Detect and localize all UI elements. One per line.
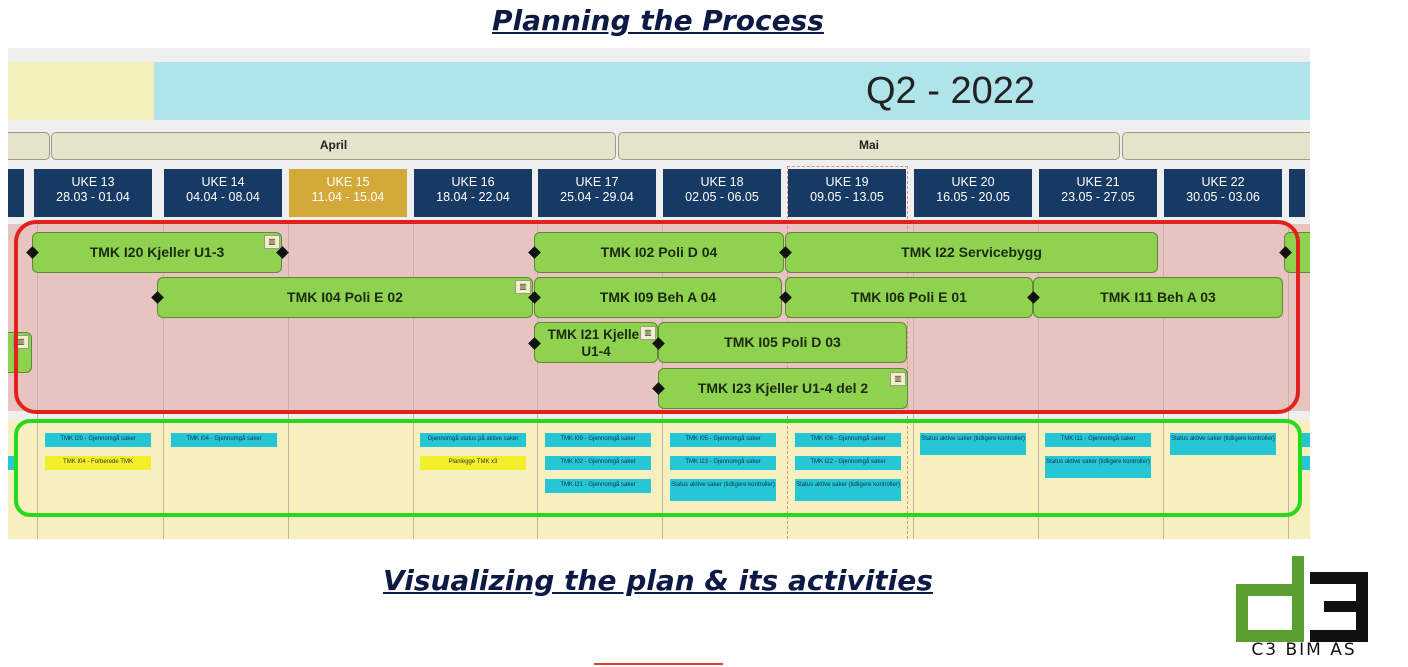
week-name: UKE 15 (326, 175, 370, 189)
activity-note-partial[interactable] (1302, 433, 1310, 447)
week-dates: 02.05 - 06.05 (685, 190, 759, 204)
task-bar-i20[interactable]: TMK I20 Kjeller U1-3 (32, 232, 282, 273)
activity-note[interactable]: Status aktive saker (tidligere kontrolle… (1045, 456, 1151, 478)
task-bar-i23[interactable]: TMK I23 Kjeller U1-4 del 2 (658, 368, 908, 409)
week-dates: 11.04 - 15.04 (311, 190, 385, 204)
week-name: UKE 19 (825, 175, 869, 189)
week-header-edge-right (1289, 169, 1305, 217)
tasks-highlight-frame (14, 220, 1300, 414)
week-divider (537, 224, 538, 539)
document-flag-icon[interactable]: ▥ (890, 372, 906, 386)
task-bar-i11[interactable]: TMK I11 Beh A 03 (1033, 277, 1283, 318)
week-dates: 16.05 - 20.05 (936, 190, 1010, 204)
week-name: UKE 13 (71, 175, 115, 189)
c3-logo-icon (1236, 556, 1368, 642)
activity-note[interactable]: TMK I20 - Gjennomgå saker (45, 433, 151, 447)
month-june[interactable] (1122, 132, 1310, 160)
task-bar-i06[interactable]: TMK I06 Poli E 01 (785, 277, 1033, 318)
activity-note[interactable]: TMK I22 - Gjennomgå saker (795, 456, 901, 470)
week-dates: 04.04 - 08.04 (186, 190, 260, 204)
activities-highlight-frame (14, 419, 1302, 517)
week-name: UKE 20 (951, 175, 995, 189)
document-flag-icon[interactable]: ▥ (515, 280, 531, 294)
week-dates: 28.03 - 01.04 (56, 190, 130, 204)
activity-note[interactable]: Status aktive saker (tidligere kontrolle… (795, 479, 901, 501)
page-subtitle: Visualizing the plan & its activities (383, 564, 933, 597)
document-flag-icon[interactable]: ▥ (640, 326, 656, 340)
activity-note-partial[interactable] (1302, 456, 1310, 470)
week-divider (37, 224, 38, 539)
page-title: Planning the Process (492, 4, 824, 37)
week-dates: 30.05 - 03.06 (1186, 190, 1260, 204)
activity-note[interactable]: TMK I05 - Gjennomgå saker (670, 433, 776, 447)
week-name: UKE 18 (700, 175, 744, 189)
activity-note[interactable]: Planlegge TMK x3 (420, 456, 526, 470)
accent-line (594, 663, 723, 665)
activity-note[interactable]: TMK I04 - Forberede TMK (45, 456, 151, 470)
task-bar-i04[interactable]: TMK I04 Poli E 02 (157, 277, 533, 318)
quarter-band-left (8, 62, 154, 120)
task-bar-i09[interactable]: TMK I09 Beh A 04 (534, 277, 782, 318)
activity-note[interactable]: Gjennomgå status på aktive saker (420, 433, 526, 447)
week-name: UKE 17 (575, 175, 619, 189)
activity-note[interactable]: TMK I09 - Gjennomgå saker (545, 433, 651, 447)
activity-note[interactable]: TMK I04 - Gjennomgå saker (171, 433, 277, 447)
week-dates: 09.05 - 13.05 (810, 190, 884, 204)
activity-note-partial[interactable] (8, 456, 14, 470)
activity-note[interactable]: TMK I23 - Gjennomgå saker (670, 456, 776, 470)
week-divider (163, 224, 164, 539)
activity-note[interactable]: Status aktive saker (tidligere kontrolle… (670, 479, 776, 501)
week-divider (288, 224, 289, 539)
month-april[interactable]: April (51, 132, 616, 160)
quarter-band: Q2 - 2022 (154, 62, 1310, 120)
task-bar-i22[interactable]: TMK I22 Servicebygg (785, 232, 1158, 273)
activity-note[interactable]: TMK I06 - Gjennomgå saker (795, 433, 901, 447)
week-header-edge-left (8, 169, 24, 217)
week-name: UKE 22 (1201, 175, 1245, 189)
month-mai[interactable]: Mai (618, 132, 1120, 160)
document-flag-icon[interactable]: ▥ (264, 235, 280, 249)
week-dates: 23.05 - 27.05 (1061, 190, 1135, 204)
activity-note[interactable]: TMK I02 - Gjennomgå saker (545, 456, 651, 470)
week-divider (413, 224, 414, 539)
week-dates: 18.04 - 22.04 (436, 190, 510, 204)
company-logo: C3 BIM AS (1228, 554, 1376, 664)
activity-note[interactable]: Status aktive saker (tidligere kontrolle… (920, 433, 1026, 455)
week-divider (913, 224, 914, 539)
week-dates: 25.04 - 29.04 (560, 190, 634, 204)
quarter-label: Q2 - 2022 (866, 70, 1035, 112)
activity-note[interactable]: TMK I11 - Gjennomgå saker (1045, 433, 1151, 447)
week-name: UKE 21 (1076, 175, 1120, 189)
logo-text: C3 BIM AS (1251, 640, 1357, 660)
week-name: UKE 14 (201, 175, 245, 189)
week-divider (1163, 224, 1164, 539)
week-divider (1288, 224, 1289, 539)
week-divider (1038, 224, 1039, 539)
activity-note[interactable]: TMK I21 - Gjennomgå saker (545, 479, 651, 493)
activity-note[interactable]: Status aktive saker (tidligere kontrolle… (1170, 433, 1276, 455)
month-march[interactable] (8, 132, 50, 160)
week-name: UKE 16 (451, 175, 495, 189)
